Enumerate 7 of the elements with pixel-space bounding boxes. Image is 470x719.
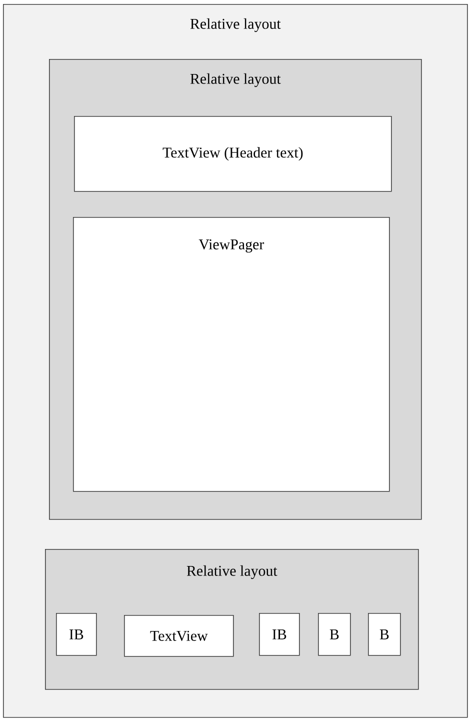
text-view-box: TextView (Header text): [74, 116, 392, 192]
view-pager-box: ViewPager: [73, 217, 390, 492]
button-box: B: [318, 613, 351, 656]
image-button-box: IB: [56, 613, 97, 656]
text-view-box: TextView: [124, 615, 234, 657]
button-box: B: [368, 613, 401, 656]
image-button-box: IB: [259, 613, 300, 656]
